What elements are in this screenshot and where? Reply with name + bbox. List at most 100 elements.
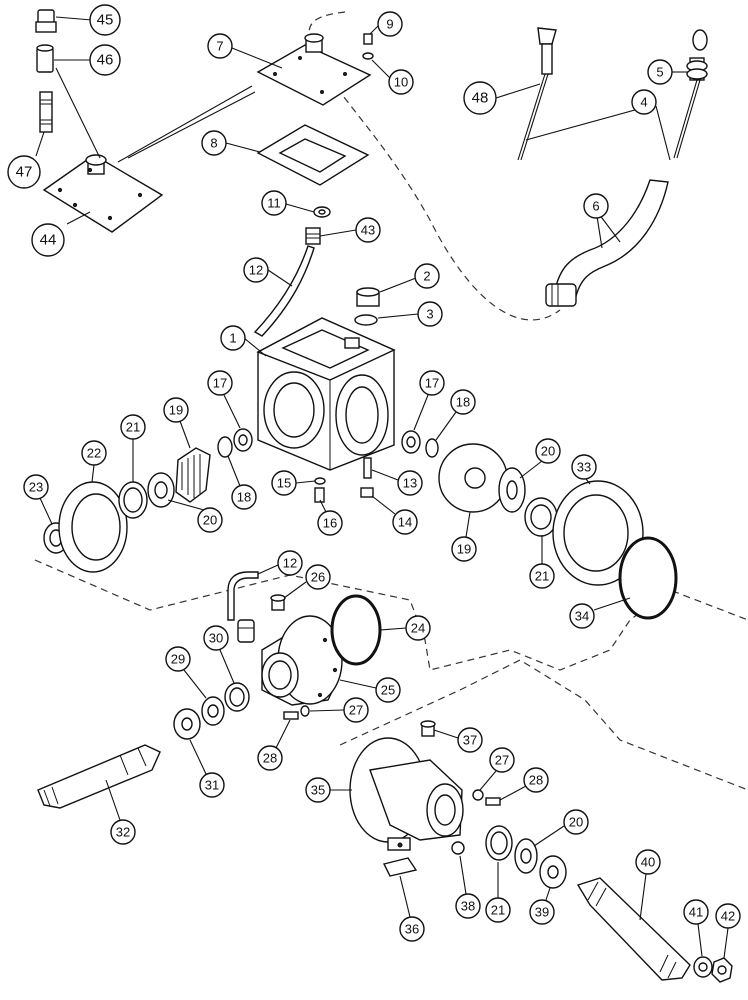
callout-1: 1 (220, 325, 246, 351)
part-5-seal (686, 60, 708, 80)
callout-number: 12 (283, 556, 297, 571)
part-41-washer (693, 956, 713, 978)
part-27-washer (300, 705, 310, 717)
callout-number: 17 (213, 376, 227, 391)
callout-number: 29 (171, 652, 185, 667)
callout-33: 33 (571, 454, 597, 480)
callout-number: 13 (403, 476, 417, 491)
callout-number: 48 (472, 90, 489, 107)
callout-36: 36 (399, 916, 425, 942)
callout-number: 8 (210, 136, 217, 151)
callout-21-right: 21 (529, 563, 555, 589)
callout-15: 15 (271, 470, 297, 496)
part-12-tube-upper (253, 245, 315, 337)
callout-17-right: 17 (419, 370, 445, 396)
callout-number: 37 (463, 733, 477, 748)
callout-25: 25 (375, 677, 401, 703)
callout-number: 25 (381, 683, 395, 698)
part-32-shaft (37, 744, 161, 809)
callout-number: 15 (277, 476, 291, 491)
callout-number: 7 (216, 39, 223, 54)
callout-26: 26 (305, 564, 331, 590)
part-22-shim (58, 481, 128, 573)
part-6-filler-tube-end (545, 283, 577, 307)
callout-number: 21 (535, 569, 549, 584)
callout-number: 36 (405, 922, 419, 937)
part-20-bearing-cone-lower (514, 838, 538, 874)
part-20-bearing-cone-right (498, 467, 526, 513)
callout-number: 27 (349, 703, 363, 718)
callout-10: 10 (388, 69, 414, 95)
part-43-fitting (305, 227, 321, 245)
callout-number: 19 (457, 542, 471, 557)
callout-28-lower: 28 (523, 767, 549, 793)
part-30-bearing-cup (224, 682, 250, 712)
part-13-stud (363, 457, 372, 479)
callout-number: 14 (398, 515, 412, 530)
callout-number: 47 (16, 164, 33, 181)
part-8-gasket (256, 124, 370, 186)
callout-38: 38 (455, 893, 481, 919)
callout-number: 21 (126, 420, 140, 435)
callout-11: 11 (261, 190, 287, 216)
callout-19-right: 19 (451, 536, 477, 562)
callout-20-right: 20 (535, 438, 561, 464)
callout-number: 24 (411, 621, 425, 636)
part-25-bearing-housing (261, 615, 343, 706)
callout-number: 10 (394, 75, 408, 90)
callout-24: 24 (405, 615, 431, 641)
callout-43: 43 (355, 217, 381, 243)
callout-number: 41 (689, 905, 703, 920)
callout-27-middle: 27 (343, 697, 369, 723)
callout-number: 18 (456, 395, 470, 410)
part-33-shim (552, 480, 644, 586)
callout-27-lower: 27 (489, 747, 515, 773)
part-27-washer-lower (472, 789, 484, 801)
callout-number: 18 (237, 490, 251, 505)
part-19-spur-gear (438, 443, 508, 513)
callout-30: 30 (203, 625, 229, 651)
callout-7: 7 (207, 33, 233, 59)
callout-number: 22 (87, 446, 101, 461)
callout-16: 16 (317, 510, 343, 536)
callout-number: 42 (721, 909, 735, 924)
callout-17-left: 17 (207, 370, 233, 396)
callout-number: 6 (592, 199, 599, 214)
part-16-bolt (314, 487, 325, 503)
callout-number: 31 (205, 778, 219, 793)
part-11-nut (313, 206, 331, 218)
part-18-washer-right (425, 438, 439, 458)
callout-44: 44 (31, 223, 65, 257)
callout-number: 20 (541, 444, 555, 459)
callout-20-left: 20 (197, 507, 223, 533)
part-34-o-ring (618, 536, 678, 620)
callout-number: 34 (575, 609, 589, 624)
callout-number: 38 (461, 899, 475, 914)
callout-42: 42 (715, 903, 741, 929)
part-12-tube-lower-fitting (237, 619, 255, 643)
callout-35: 35 (305, 777, 331, 803)
callout-number: 28 (529, 773, 543, 788)
part-18-washer (217, 436, 233, 458)
callout-6: 6 (583, 193, 609, 219)
dashed-boundary-upper (308, 11, 561, 321)
callout-number: 17 (425, 376, 439, 391)
part-17-bearing (233, 428, 253, 452)
dashed-boundary-lower (339, 659, 748, 791)
callout-21-lower: 21 (485, 897, 511, 923)
callout-number: 16 (323, 516, 337, 531)
part-15-washer (314, 477, 326, 485)
part-21-bearing-cup-lower (485, 825, 513, 861)
callout-number: 20 (203, 513, 217, 528)
callout-9: 9 (377, 11, 403, 37)
callout-12-lower: 12 (277, 550, 303, 576)
callout-29: 29 (165, 646, 191, 672)
callout-13: 13 (397, 470, 423, 496)
part-42-nut (711, 957, 733, 983)
part-36-clip (382, 857, 418, 877)
callout-number: 43 (361, 223, 375, 238)
callout-number: 3 (426, 307, 433, 322)
callout-47: 47 (7, 155, 41, 189)
